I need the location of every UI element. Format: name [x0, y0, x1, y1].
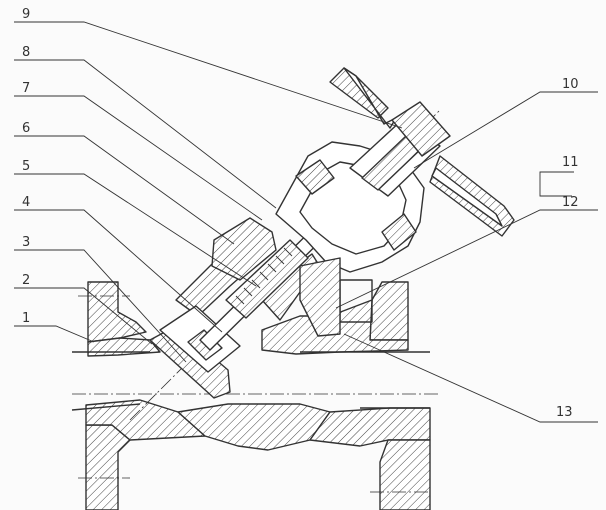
- callout-12: 12: [562, 195, 579, 210]
- leader-12: [335, 209, 598, 309]
- callout-11: 11: [562, 155, 579, 170]
- callout-labels: 9 8 7 6 5 4 3 2 1 10 11 12 13: [22, 7, 579, 420]
- handwheel: [329, 67, 515, 237]
- leader-11-bracket: [539, 171, 574, 197]
- bore-bottom-left: [71, 403, 141, 411]
- callout-10: 10: [562, 77, 579, 92]
- leader-2: [14, 287, 153, 345]
- yoke-left-block: [295, 159, 335, 195]
- handwheel-hub: [391, 101, 451, 157]
- left-lower-wall: [85, 399, 206, 441]
- right-flange-bottom: [379, 439, 431, 510]
- leader-lines: [14, 21, 598, 423]
- callout-4: 4: [22, 195, 30, 210]
- left-flange-bottom: [85, 424, 131, 510]
- callout-7: 7: [22, 81, 30, 96]
- right-flange-top: [369, 281, 409, 341]
- callout-9: 9: [22, 7, 30, 22]
- lower-belly: [177, 403, 331, 451]
- callout-5: 5: [22, 159, 30, 174]
- handwheel-upper-spoke: [343, 67, 397, 129]
- leader-4: [14, 209, 223, 333]
- callout-6: 6: [22, 121, 30, 136]
- left-neck-upper: [87, 337, 161, 357]
- leader-1: [14, 325, 95, 343]
- callout-13: 13: [556, 405, 573, 420]
- leader-7: [14, 95, 263, 221]
- handwheel-lower-spoke: [431, 167, 503, 227]
- callout-8: 8: [22, 45, 30, 60]
- leader-13: [343, 333, 598, 423]
- callout-2: 2: [22, 273, 30, 288]
- leader-10: [413, 91, 598, 169]
- leader-5: [14, 173, 257, 287]
- handwheel-top-rim: [329, 67, 389, 119]
- bonnet-left: [211, 217, 277, 281]
- packing-coil: [235, 247, 293, 305]
- leader-3: [14, 249, 187, 363]
- callout-3: 3: [22, 235, 30, 250]
- leader-9: [14, 21, 403, 129]
- leader-6: [14, 135, 235, 245]
- yoke-flange: [299, 257, 341, 337]
- left-flange-top: [87, 281, 147, 343]
- callout-1: 1: [22, 311, 30, 326]
- leader-8: [14, 59, 277, 209]
- yoke-right-block: [381, 213, 417, 251]
